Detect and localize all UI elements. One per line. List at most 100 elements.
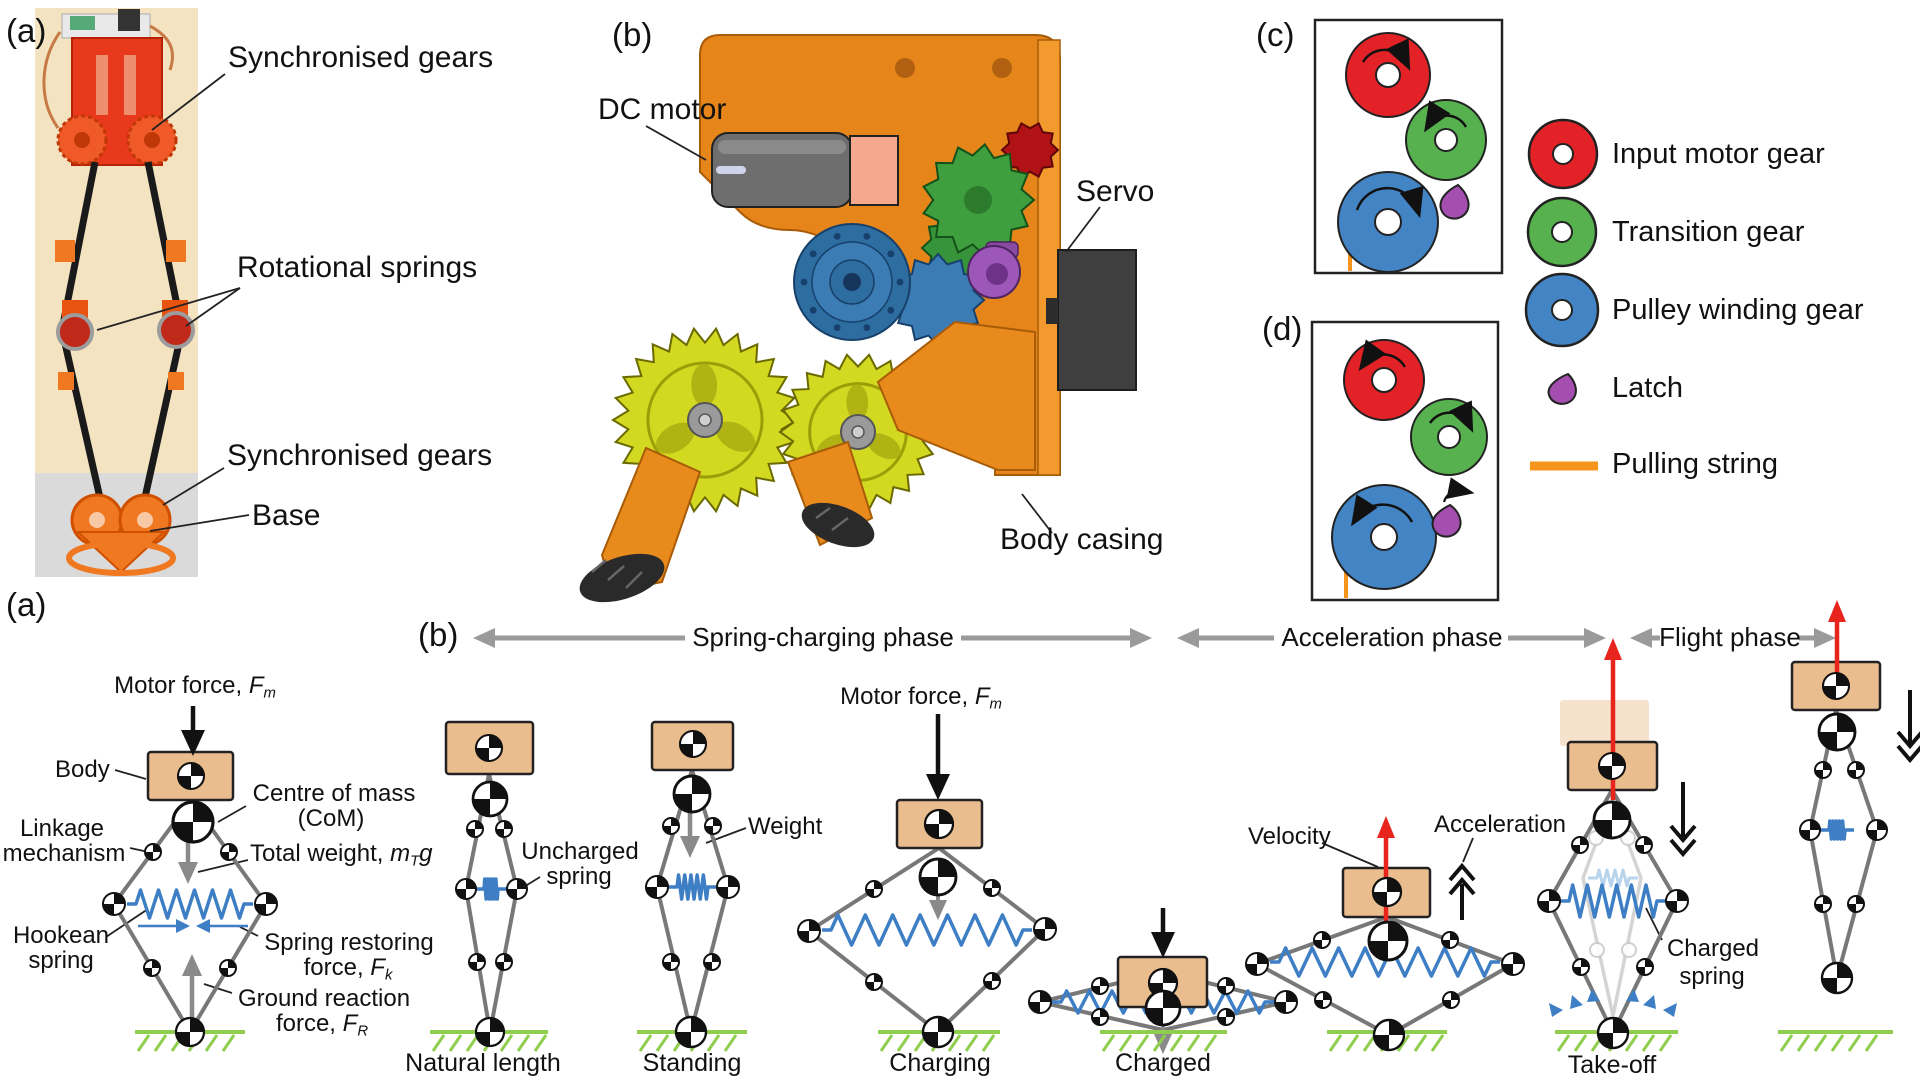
com-marker <box>1033 917 1057 941</box>
joint-marker <box>1314 991 1332 1009</box>
legend-label-pulling-string: Pulling string <box>1612 448 1779 480</box>
phase-flight: Flight phase <box>1659 622 1801 652</box>
com-marker <box>1274 990 1298 1014</box>
joint-marker <box>219 959 237 977</box>
joint-marker <box>144 843 162 861</box>
legend-label-input-motor-gear: Input motor gear <box>1612 138 1825 170</box>
joint-marker <box>1636 958 1654 976</box>
joint-marker <box>1814 895 1832 913</box>
joint-marker <box>662 953 680 971</box>
joint-marker <box>495 953 513 971</box>
label-acceleration: Acceleration <box>1433 811 1567 838</box>
label-spring-restoring-2: force, Fk <box>303 954 393 984</box>
com-marker <box>1866 819 1888 841</box>
joint-marker <box>1217 977 1235 995</box>
ground <box>1778 1030 1893 1052</box>
joint-marker <box>1441 931 1459 949</box>
joint-marker <box>983 972 1001 990</box>
joint-marker <box>1635 836 1653 854</box>
label-hookean-2: spring <box>28 947 94 974</box>
robot-photo <box>35 8 198 577</box>
gear-diagram-release <box>1310 320 1500 602</box>
label-hookean-1: Hookean <box>12 922 110 949</box>
label-linkage-2: mechanism <box>2 840 126 867</box>
gear-diagram-charging <box>1313 18 1504 275</box>
joint-marker <box>865 973 883 991</box>
joint-marker <box>1091 1008 1109 1026</box>
label-linkage-1: Linkage <box>19 815 105 842</box>
panel-tag-b-bottom: (b) <box>418 616 459 653</box>
stage-charged: Charged <box>1115 1049 1211 1077</box>
com-marker <box>1592 800 1632 840</box>
joint-marker <box>466 820 484 838</box>
spring-force-arrows <box>138 919 248 933</box>
latch-icon <box>1439 183 1470 220</box>
com-marker <box>1665 889 1689 913</box>
label-servo: Servo <box>1076 175 1155 208</box>
stage-standing: Standing <box>642 1049 742 1077</box>
com-marker <box>455 878 477 900</box>
legend-label-pulley-winding-gear: Pulley winding gear <box>1612 294 1864 326</box>
label-charged-spring-2: spring <box>1679 963 1745 990</box>
spring <box>127 888 253 920</box>
com-marker <box>1147 967 1179 999</box>
spring <box>822 913 1032 947</box>
stage-takeoff: Take-off <box>1567 1051 1657 1079</box>
label-body: Body <box>55 756 110 783</box>
joint-marker <box>1847 895 1865 913</box>
joint-marker <box>703 953 721 971</box>
label-total-weight: Total weight, mTg <box>250 840 433 870</box>
label-velocity: Velocity <box>1248 823 1331 850</box>
com-marker <box>918 857 958 897</box>
joint-marker <box>1847 761 1865 779</box>
cad-render <box>579 34 1137 603</box>
panel-tag-c: (c) <box>1256 16 1295 53</box>
joint-marker <box>1313 931 1331 949</box>
takeoff-ghost <box>1560 700 1649 1017</box>
com-marker <box>923 808 955 840</box>
spring <box>1560 883 1666 919</box>
takeoff-burst <box>1549 989 1677 1017</box>
joint-marker <box>983 879 1001 897</box>
panel-tag-a-bottom: (a) <box>6 586 47 623</box>
com-marker <box>474 733 504 763</box>
com-marker <box>174 1016 206 1048</box>
label-synchronised-gears-top: Synchronised gears <box>228 41 494 74</box>
joint-marker <box>865 880 883 898</box>
com-marker <box>102 892 126 916</box>
label-uncharged-spring-1: Uncharged <box>521 838 639 865</box>
joint-marker <box>1091 977 1109 995</box>
label-motor-force-charging: Motor force, Fm <box>840 683 1002 713</box>
joint-marker <box>1217 1008 1235 1026</box>
com-marker <box>1372 1018 1406 1052</box>
leader-lines <box>96 73 1663 994</box>
com-marker <box>176 761 206 791</box>
label-centre-of-mass-1: Centre of mass <box>252 780 416 807</box>
label-body-casing: Body casing <box>1000 523 1164 556</box>
phase-arrows <box>473 628 1836 648</box>
joint-marker <box>1814 761 1832 779</box>
spring <box>1820 819 1854 841</box>
joint-marker <box>143 959 161 977</box>
label-base: Base <box>252 499 321 532</box>
panel-tag-a-top: (a) <box>6 12 47 49</box>
latch-icon <box>1547 372 1577 405</box>
spring <box>1588 868 1638 888</box>
spring <box>475 877 507 901</box>
joint-marker <box>1571 836 1589 854</box>
label-ground-reaction-1: Ground reaction <box>237 985 411 1012</box>
com-marker <box>797 919 821 943</box>
com-marker <box>1821 671 1851 701</box>
joint-marker <box>1442 991 1460 1009</box>
label-ground-reaction-2: force, FR <box>275 1010 369 1040</box>
label-uncharged-spring-2: spring <box>546 863 612 890</box>
com-marker <box>716 875 740 899</box>
joint-marker <box>1572 958 1590 976</box>
joint-marker <box>704 817 722 835</box>
com-marker <box>1144 989 1182 1027</box>
spring <box>668 873 717 901</box>
com-marker <box>254 892 278 916</box>
phase-acceleration: Acceleration phase <box>1281 622 1503 652</box>
com-marker <box>506 878 528 900</box>
